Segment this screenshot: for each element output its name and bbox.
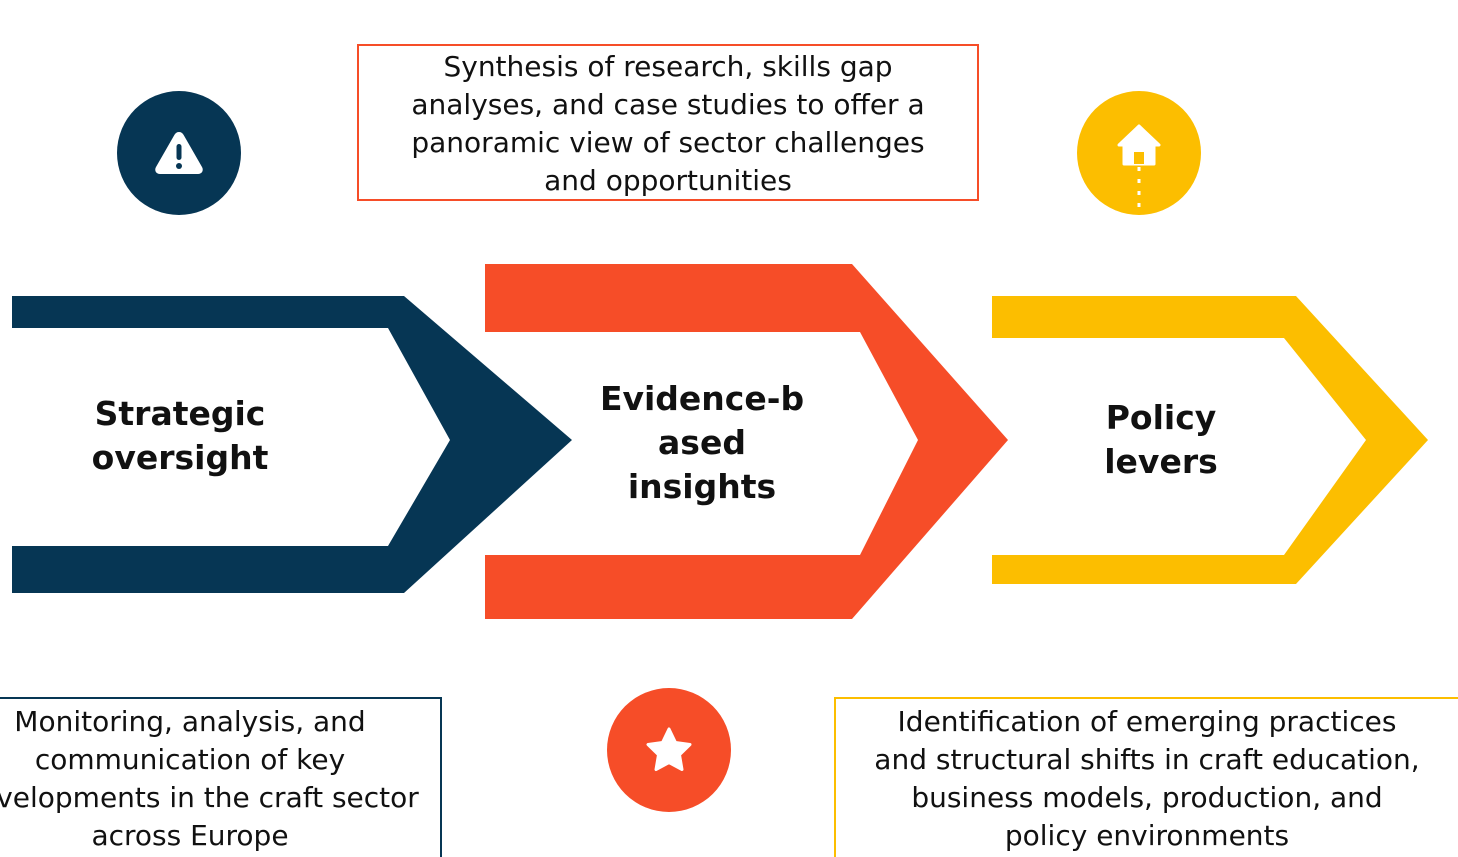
description-bottom-left-strategic: Monitoring, analysis, and communication … [0, 697, 442, 857]
warning-icon [155, 132, 203, 174]
stage-label-line: Evidence-b [599, 379, 805, 418]
stage-label-policy-levers: Policy levers [1060, 396, 1262, 484]
stage-label-line: Policy [1105, 398, 1217, 437]
description-line: and structural shifts in craft education… [874, 743, 1420, 776]
stage-label-evidence-based-insights: Evidence-b ased insights [572, 377, 832, 509]
description-bottom-right-policy: Identification of emerging practices and… [834, 697, 1458, 857]
chevron-strategic-oversight [12, 296, 572, 593]
description-line: developments in the craft sector [0, 781, 419, 814]
description-line: panoramic view of sector challenges [411, 126, 925, 159]
stage-label-line: ased [658, 423, 746, 462]
home-icon [1117, 124, 1161, 215]
description-line: Synthesis of research, skills gap [443, 50, 893, 83]
description-line: Monitoring, analysis, and [14, 705, 366, 738]
stage-label-strategic-oversight: Strategic oversight [60, 392, 300, 480]
stage-label-line: insights [627, 467, 777, 506]
stage-label-line: oversight [91, 438, 269, 477]
description-line: analyses, and case studies to offer a [411, 88, 925, 121]
description-line: Identification of emerging practices [897, 705, 1397, 738]
chevron-evidence-based-insights [485, 264, 1008, 619]
description-line: communication of key [34, 743, 346, 776]
warning-icon-circle [117, 91, 241, 215]
description-line: and opportunities [544, 164, 792, 197]
description-line: business models, production, and [911, 781, 1383, 814]
star-icon-circle [607, 688, 731, 812]
description-line: across Europe [91, 819, 289, 852]
description-top-evidence: Synthesis of research, skills gap analys… [357, 44, 979, 201]
stage-label-line: Strategic [94, 394, 266, 433]
description-line: policy environments [1004, 819, 1290, 852]
stage-label-line: levers [1104, 442, 1218, 481]
star-icon [646, 727, 692, 771]
home-icon-circle [1077, 91, 1201, 215]
chevron-policy-levers [992, 296, 1428, 584]
